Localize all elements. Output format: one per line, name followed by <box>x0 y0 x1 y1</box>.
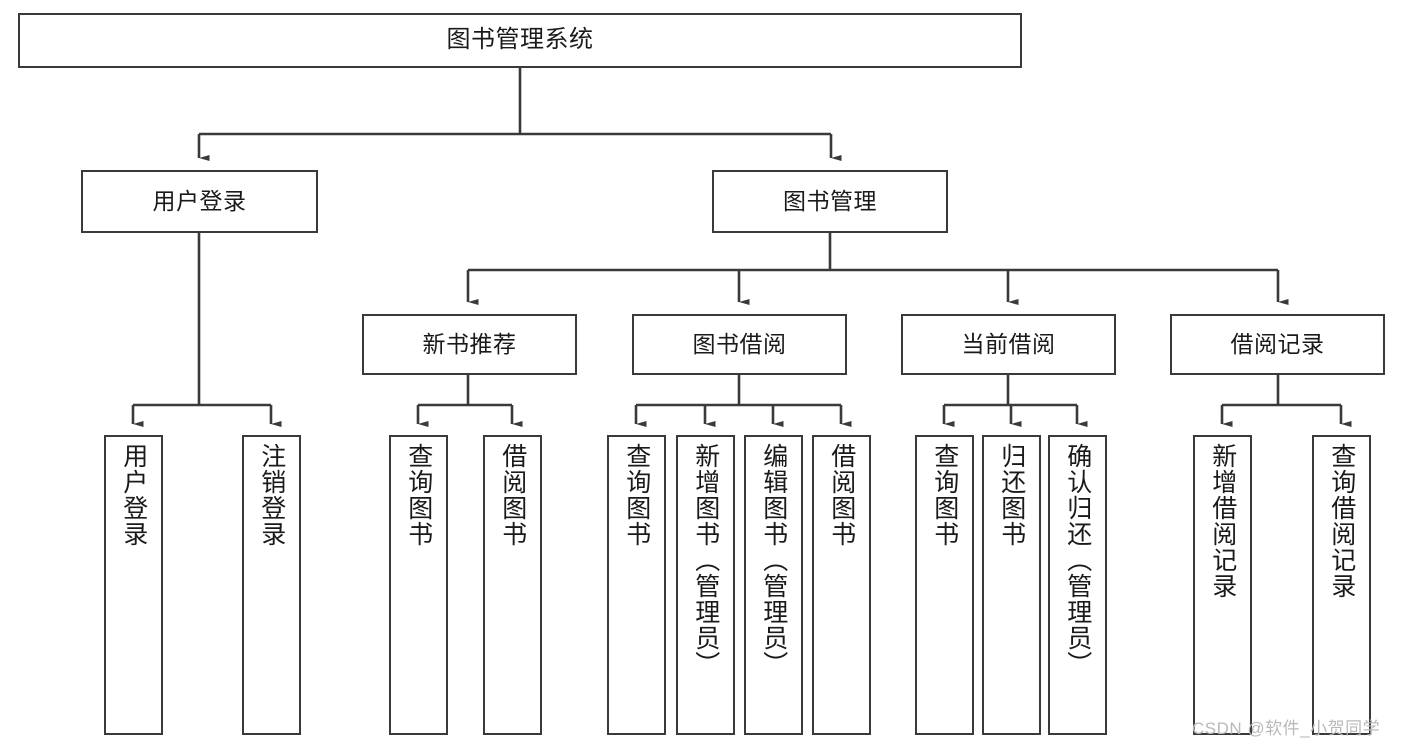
node-leaf-query-book-2[interactable]: 查询图书 <box>607 435 666 735</box>
node-leaf-confirm-return[interactable]: 确认归还（管理员） <box>1048 435 1107 735</box>
node-leaf-query-book-1-label: 查询图书 <box>404 443 433 547</box>
node-leaf-borrow-book-1-label: 借阅图书 <box>498 443 527 547</box>
node-leaf-user-login-label: 用户登录 <box>119 443 148 547</box>
node-leaf-borrow-book-2[interactable]: 借阅图书 <box>812 435 871 735</box>
node-user-login-label: 用户登录 <box>152 187 247 214</box>
node-book-manage-label: 图书管理 <box>783 187 877 214</box>
node-leaf-return-book[interactable]: 归还图书 <box>982 435 1041 735</box>
node-borrow-record[interactable]: 借阅记录 <box>1170 314 1385 375</box>
node-root[interactable]: 图书管理系统 <box>18 13 1022 68</box>
node-leaf-add-record-label: 新增借阅记录 <box>1208 443 1237 599</box>
node-leaf-query-record-label: 查询借阅记录 <box>1327 443 1356 599</box>
node-current-borrow[interactable]: 当前借阅 <box>901 314 1116 375</box>
node-book-borrow[interactable]: 图书借阅 <box>632 314 847 375</box>
node-leaf-user-login[interactable]: 用户登录 <box>104 435 163 735</box>
watermark: CSDN @软件_小贺同学 <box>1192 719 1381 738</box>
node-current-borrow-label: 当前借阅 <box>961 330 1056 357</box>
node-leaf-add-record[interactable]: 新增借阅记录 <box>1193 435 1252 735</box>
node-leaf-query-book-2-label: 查询图书 <box>622 443 651 547</box>
node-book-borrow-label: 图书借阅 <box>692 330 787 357</box>
node-leaf-return-book-label: 归还图书 <box>997 443 1026 547</box>
node-leaf-add-book[interactable]: 新增图书（管理员） <box>676 435 735 735</box>
node-leaf-query-book-3-label: 查询图书 <box>930 443 959 547</box>
node-leaf-borrow-book-2-label: 借阅图书 <box>827 443 856 547</box>
node-new-book-recommend-label: 新书推荐 <box>422 330 517 357</box>
node-leaf-edit-book-label: 编辑图书（管理员） <box>759 443 788 677</box>
node-borrow-record-label: 借阅记录 <box>1230 330 1325 357</box>
node-user-login[interactable]: 用户登录 <box>81 170 318 233</box>
node-leaf-logout-login-label: 注销登录 <box>257 443 286 547</box>
node-leaf-confirm-return-label: 确认归还（管理员） <box>1063 443 1092 677</box>
node-leaf-query-book-1[interactable]: 查询图书 <box>389 435 448 735</box>
node-leaf-add-book-label: 新增图书（管理员） <box>691 443 720 677</box>
node-new-book-recommend[interactable]: 新书推荐 <box>362 314 577 375</box>
node-book-manage[interactable]: 图书管理 <box>712 170 948 233</box>
node-leaf-edit-book[interactable]: 编辑图书（管理员） <box>744 435 803 735</box>
node-leaf-query-book-3[interactable]: 查询图书 <box>915 435 974 735</box>
node-leaf-borrow-book-1[interactable]: 借阅图书 <box>483 435 542 735</box>
node-root-label: 图书管理系统 <box>446 26 594 54</box>
node-leaf-logout-login[interactable]: 注销登录 <box>242 435 301 735</box>
node-leaf-query-record[interactable]: 查询借阅记录 <box>1312 435 1371 735</box>
